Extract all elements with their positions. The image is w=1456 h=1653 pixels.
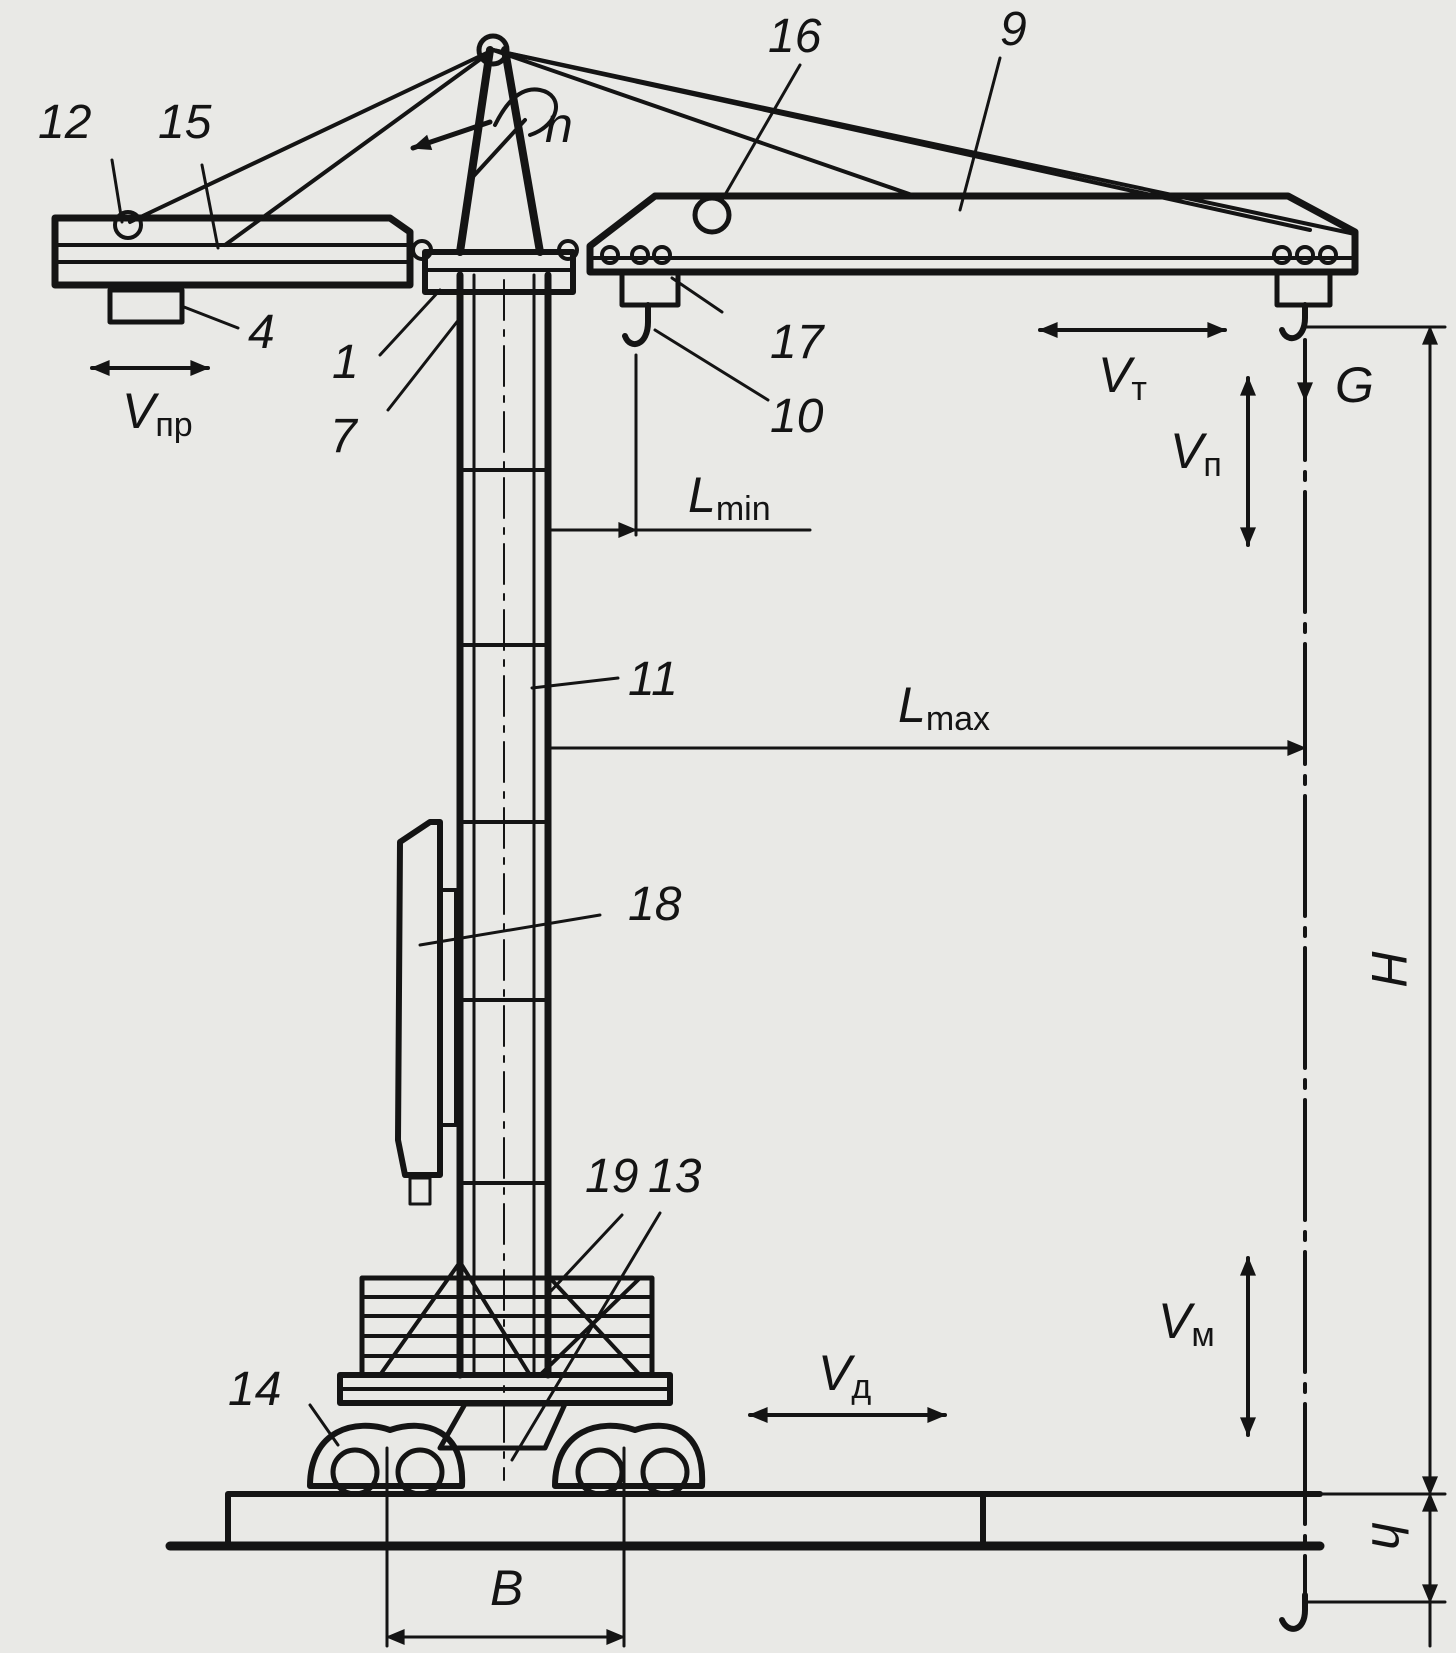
rotation-arrow xyxy=(410,87,558,151)
label-vd: Vд xyxy=(818,1345,871,1406)
label-11: 11 xyxy=(628,653,678,706)
label-depth: h xyxy=(1361,1522,1417,1550)
jib xyxy=(586,192,1359,276)
base-dimension xyxy=(385,1446,626,1648)
pendant-stays xyxy=(128,48,1357,247)
travel-bogies xyxy=(307,1401,706,1497)
tower-mast xyxy=(456,271,552,1481)
label-lmin: Lmin xyxy=(688,467,771,528)
label-15: 15 xyxy=(158,96,212,149)
hook-min-reach xyxy=(619,269,681,347)
label-4: 4 xyxy=(248,306,275,359)
label-vm: Vм xyxy=(1158,1293,1215,1354)
label-14: 14 xyxy=(228,1363,281,1416)
slewing-head xyxy=(411,33,579,295)
label-1: 1 xyxy=(332,336,359,389)
label-lmax: Lmax xyxy=(898,677,990,738)
label-load-g: G xyxy=(1335,357,1374,413)
label-18: 18 xyxy=(628,878,682,931)
label-19: 19 xyxy=(585,1150,638,1203)
operator-cab xyxy=(395,819,458,1206)
lmin-dimension xyxy=(546,353,812,538)
hook-max-reach xyxy=(1274,269,1333,342)
label-vp: Vп xyxy=(1170,423,1222,484)
ballast-block xyxy=(359,1260,655,1378)
label-rotation-n: n xyxy=(545,97,573,153)
counter-jib xyxy=(51,210,414,325)
ground-rail xyxy=(165,1491,1325,1551)
label-16: 16 xyxy=(768,10,822,63)
label-17: 17 xyxy=(770,316,826,369)
label-9: 9 xyxy=(1000,3,1027,56)
label-7: 7 xyxy=(330,410,359,463)
label-13: 13 xyxy=(648,1150,702,1203)
label-12: 12 xyxy=(38,96,91,149)
height-dimension xyxy=(1303,325,1447,1648)
label-10: 10 xyxy=(770,390,824,443)
label-base: B xyxy=(490,1560,523,1616)
hoist-line xyxy=(1279,338,1313,1632)
label-vt: Vт xyxy=(1098,347,1147,408)
label-vpr: Vпр xyxy=(122,383,193,444)
label-height: H xyxy=(1361,950,1417,987)
leader-lines xyxy=(110,56,1002,1462)
